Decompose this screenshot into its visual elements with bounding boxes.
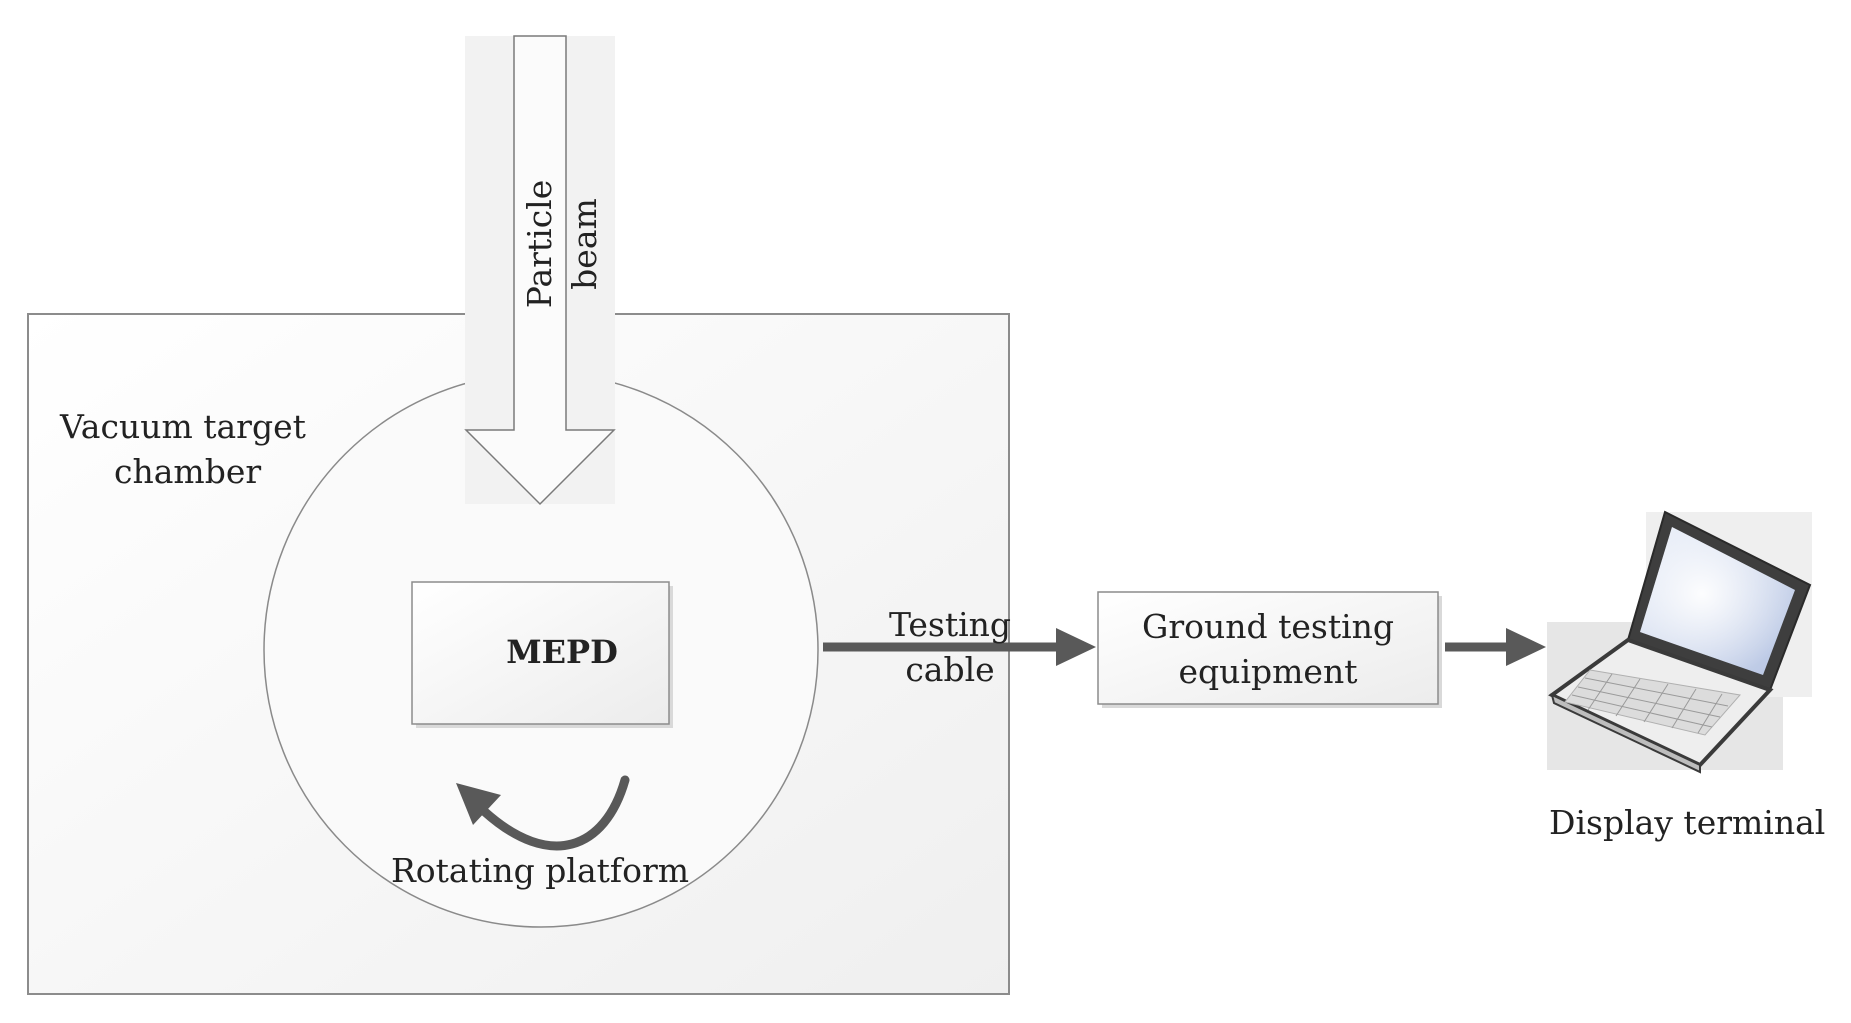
ground-equipment-label: Ground testing equipment	[1098, 604, 1438, 694]
mepd-box	[411, 581, 670, 725]
rotating-platform-label: Rotating platform	[390, 851, 690, 890]
display-terminal-label: Display terminal	[1549, 803, 1826, 842]
chamber-label: Vacuum target chamber	[60, 404, 320, 494]
particle-beam-arrow	[464, 35, 616, 506]
output-arrow	[1445, 628, 1546, 666]
ground-equipment-line2: equipment	[1178, 652, 1358, 691]
laptop-icon	[1547, 510, 1812, 774]
ground-equipment-line1: Ground testing	[1141, 607, 1395, 646]
testing-cable-label: Testing cable	[870, 602, 1030, 692]
mepd-label: MEPD	[506, 633, 618, 671]
chamber-label-line2: chamber	[114, 452, 262, 491]
chamber-label-line1: Vacuum target	[60, 407, 306, 446]
testing-cable-arrow	[823, 628, 1096, 666]
testing-cable-line2: cable	[905, 650, 995, 689]
rotation-arrow	[456, 775, 630, 851]
particle-beam-label: Particle beam	[520, 179, 604, 309]
ground-equipment-box	[1097, 591, 1439, 705]
testing-cable-line1: Testing	[888, 605, 1012, 644]
